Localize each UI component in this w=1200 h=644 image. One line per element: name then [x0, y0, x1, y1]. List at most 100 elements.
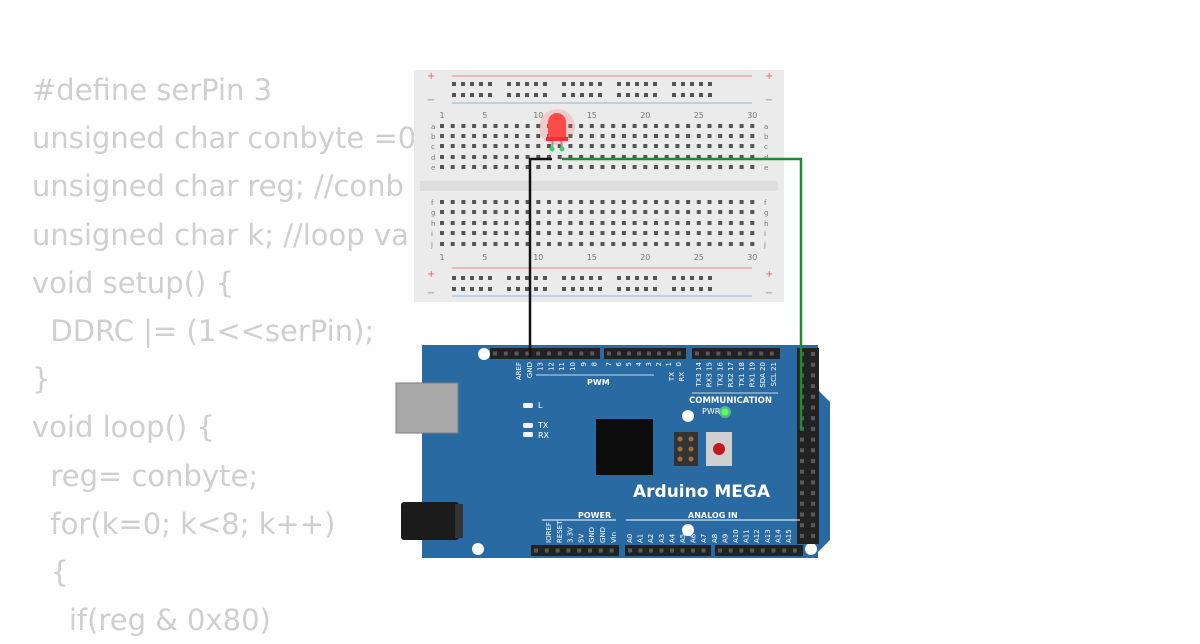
header-pin	[670, 548, 674, 553]
breadboard-hole	[611, 242, 616, 246]
rail-hole	[543, 287, 547, 291]
breadboard-hole	[600, 200, 605, 204]
breadboard-hole	[632, 200, 637, 204]
pin-label: A14	[774, 529, 782, 543]
header-pin	[759, 351, 764, 356]
breadboard-hole	[621, 144, 626, 148]
pin-label: 5V	[577, 534, 585, 543]
breadboard-hole	[482, 231, 487, 235]
breadboard-hole	[739, 242, 744, 246]
pin-label: 12	[547, 362, 555, 371]
rail-hole	[626, 82, 630, 86]
breadboard-hole	[654, 221, 658, 225]
breadboard-hole	[589, 144, 594, 148]
pin-label: TX3 14	[695, 361, 703, 387]
rail-hole	[507, 276, 511, 280]
pin-label: TX2 16	[716, 361, 724, 387]
breadboard-hole	[493, 242, 498, 246]
breadboard-hole	[472, 165, 477, 169]
power-jack	[401, 502, 459, 540]
breadboard-hole	[525, 144, 530, 148]
header-pin	[811, 426, 815, 431]
breadboard-hole	[686, 231, 691, 235]
breadboard-hole	[632, 124, 637, 128]
breadboard-hole	[440, 210, 444, 214]
breadboard-hole	[504, 144, 509, 148]
pin-label: 5	[625, 362, 633, 366]
rail-hole	[516, 276, 520, 280]
breadboard-hole	[739, 124, 744, 128]
header-digital-pwm	[604, 348, 686, 359]
header-pin	[771, 548, 776, 553]
breadboard-hole	[440, 134, 444, 138]
breadboard-hole	[718, 221, 723, 225]
breadboard-hole	[482, 210, 487, 214]
rail-hole	[543, 276, 547, 280]
breadboard-hole	[707, 155, 712, 159]
breadboard-hole	[696, 144, 701, 148]
pin-label: A8	[711, 534, 719, 543]
board-name: Arduino MEGA	[633, 482, 771, 502]
breadboard-hole	[739, 200, 744, 204]
breadboard-hole	[547, 165, 551, 169]
breadboard-hole	[643, 124, 648, 128]
breadboard-hole	[589, 242, 594, 246]
breadboard-hole	[643, 134, 648, 138]
header-pin	[811, 405, 815, 410]
breadboard-hole	[450, 134, 455, 138]
breadboard-hole	[568, 165, 573, 169]
breadboard-hole	[664, 210, 669, 214]
column-number: 20	[640, 253, 650, 262]
header-pin	[811, 533, 815, 538]
column-number: 10	[533, 253, 543, 262]
column-number: 25	[694, 111, 704, 120]
breadboard-hole	[461, 210, 466, 214]
header-pin	[691, 548, 695, 553]
reset-button[interactable]	[713, 443, 725, 455]
breadboard-hole	[707, 134, 712, 138]
rail-hole	[488, 287, 492, 291]
breadboard-hole	[675, 165, 680, 169]
breadboard-hole	[632, 242, 637, 246]
breadboard-hole	[547, 155, 551, 159]
mounting-hole	[682, 524, 694, 536]
breadboard-hole	[536, 165, 541, 169]
rail-hole	[479, 276, 483, 280]
rail-hole	[470, 82, 474, 86]
rail-hole	[644, 82, 648, 86]
breadboard-hole	[472, 144, 477, 148]
rail-hole	[708, 276, 712, 280]
code-line: reg= conbyte;	[32, 458, 259, 493]
header-pin	[503, 351, 508, 356]
breadboard-hole	[675, 221, 680, 225]
breadboard-hole	[654, 144, 658, 148]
header-pin	[566, 548, 571, 553]
breadboard-hole	[493, 221, 498, 225]
led-pin-marker	[549, 146, 555, 152]
breadboard-hole	[525, 124, 530, 128]
rail-hole	[672, 93, 676, 97]
breadboard-hole	[750, 210, 755, 214]
wire-gnd-black	[528, 157, 552, 357]
header-pin	[811, 480, 815, 485]
rail-hole	[516, 93, 520, 97]
breadboard-hole	[750, 165, 755, 169]
header-pin	[800, 480, 804, 485]
breadboard-hole	[654, 242, 658, 246]
breadboard-hole	[686, 210, 691, 214]
breadboard-hole	[472, 134, 477, 138]
breadboard-hole	[739, 221, 744, 225]
mounting-hole	[805, 543, 817, 555]
breadboard-hole	[611, 155, 616, 159]
breadboard-hole	[440, 200, 444, 204]
rail-hole	[543, 82, 547, 86]
breadboard-hole	[600, 155, 605, 159]
mounting-hole	[682, 410, 694, 422]
header-pin	[568, 351, 573, 356]
breadboard-hole	[493, 134, 498, 138]
rail-hole	[635, 93, 639, 97]
power-jack-rim	[455, 504, 463, 538]
